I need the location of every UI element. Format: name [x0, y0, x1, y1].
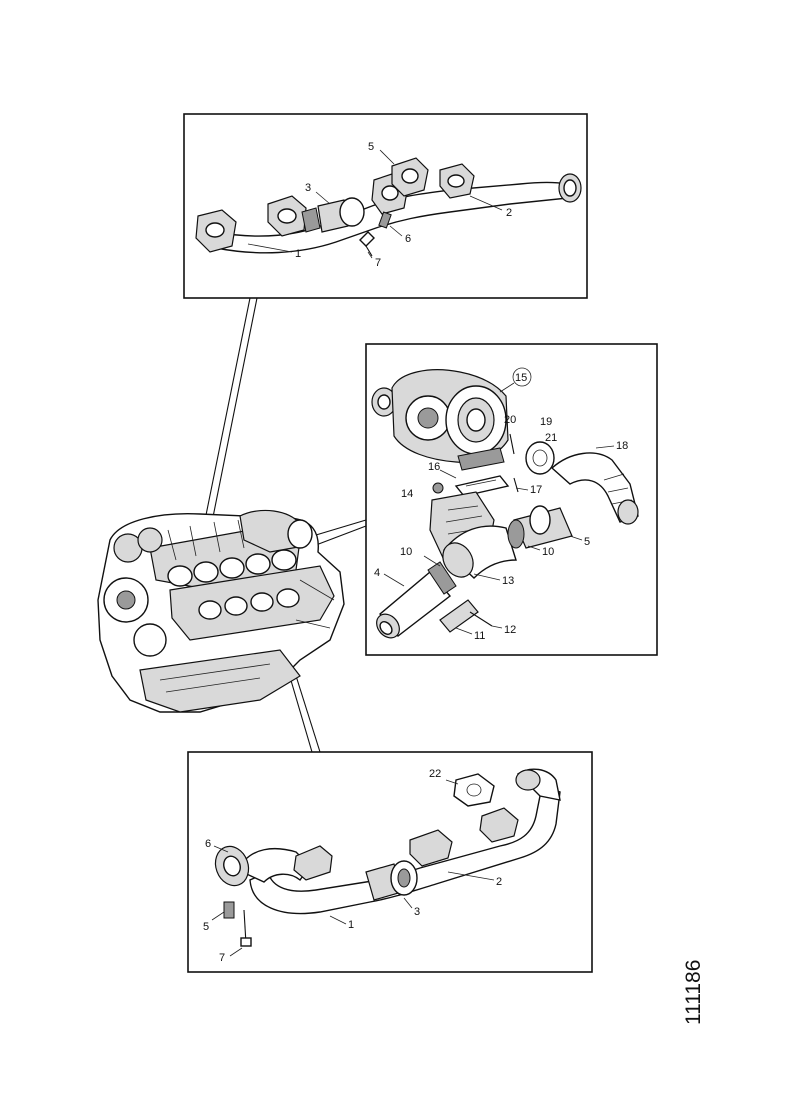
- callout-22: 22: [429, 768, 441, 780]
- figure-reference-number: 111186: [682, 960, 705, 1025]
- callout-12: 12: [504, 624, 516, 636]
- middle-panel-callouts: 15 20 19 21 18 16 14 17 5 10 10 13 4 11 …: [374, 367, 628, 642]
- middle-detail-panel: 15 20 19 21 18 16 14 17 5 10 10 13 4 11 …: [365, 343, 658, 656]
- callout-7: 7: [375, 257, 381, 269]
- callout-1: 1: [348, 919, 354, 931]
- callout-19: 18: [616, 440, 628, 452]
- callout-3: 3: [414, 906, 420, 918]
- callout-11: 11: [474, 630, 485, 642]
- callout-3: 3: [305, 182, 311, 194]
- top-detail-panel: 1 2 3 5 6 7: [183, 113, 588, 299]
- callout-20: 19: [540, 416, 552, 428]
- callout-16: 16: [428, 461, 440, 473]
- engine-overview: [97, 509, 345, 713]
- callout-15: 15: [515, 372, 527, 384]
- callout-6: 6: [405, 233, 411, 245]
- top-panel-callouts: 1 2 3 5 6 7: [247, 141, 512, 269]
- callout-7: 7: [219, 952, 225, 964]
- callout-21: 21: [545, 432, 557, 444]
- callout-5: 5: [584, 536, 590, 548]
- exhaust-elbow-assembly: [376, 433, 639, 639]
- callout-14: 14: [401, 488, 413, 500]
- bottom-panel-callouts: 1 2 3 5 6 7 22: [203, 768, 502, 964]
- callout-4: 4: [374, 567, 380, 579]
- callout-10-left: 10: [400, 546, 412, 558]
- callout-5: 5: [368, 141, 374, 153]
- callout-18: 20: [504, 414, 516, 426]
- callout-17: 17: [530, 484, 542, 496]
- bottom-detail-panel: 1 2 3 5 6 7 22: [187, 751, 593, 973]
- exhaust-pipe-rear-section: [214, 768, 561, 947]
- callout-1: 1: [295, 248, 301, 260]
- callout-6: 6: [205, 838, 211, 850]
- callout-5: 5: [203, 921, 209, 933]
- callout-13: 13: [502, 575, 514, 587]
- callout-2: 2: [506, 207, 512, 219]
- callout-2: 2: [496, 876, 502, 888]
- turbocharger-assembly: [371, 369, 509, 471]
- callout-10-right: 10: [542, 546, 554, 558]
